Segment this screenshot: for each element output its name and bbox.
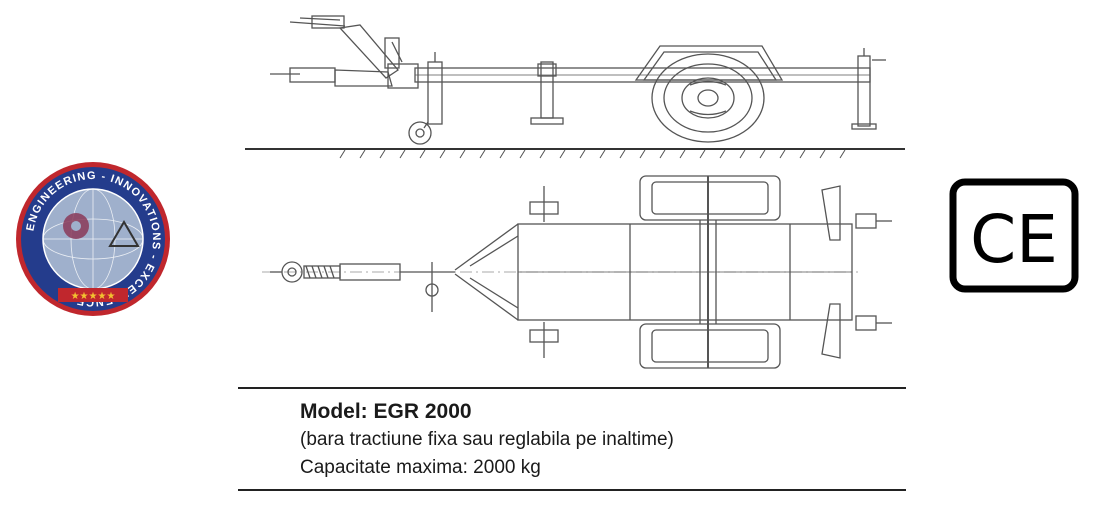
side-view-drawing [245,15,905,159]
company-logo-seal: ENGINEERING - INNOVATIONS - EXCELLENCE ★… [16,162,170,316]
model-title: Model: EGR 2000 [300,400,472,423]
top-divider [238,387,906,389]
top-view-drawing [262,175,892,369]
ce-mark-text: CE [970,201,1058,278]
bottom-divider [238,489,906,491]
triangle-icon [108,220,140,247]
model-caption: Model: EGR 2000 (bara tractiune fixa sau… [300,398,674,482]
drawbar-note: (bara tractiune fixa sau reglabila pe in… [300,429,674,450]
capacity-line: Capacitate maxima: 2000 kg [300,457,541,478]
logo-stars: ★★★★★ [71,291,116,302]
ce-mark-logo: CE [949,178,1079,293]
trailer-technical-drawing [245,15,905,369]
